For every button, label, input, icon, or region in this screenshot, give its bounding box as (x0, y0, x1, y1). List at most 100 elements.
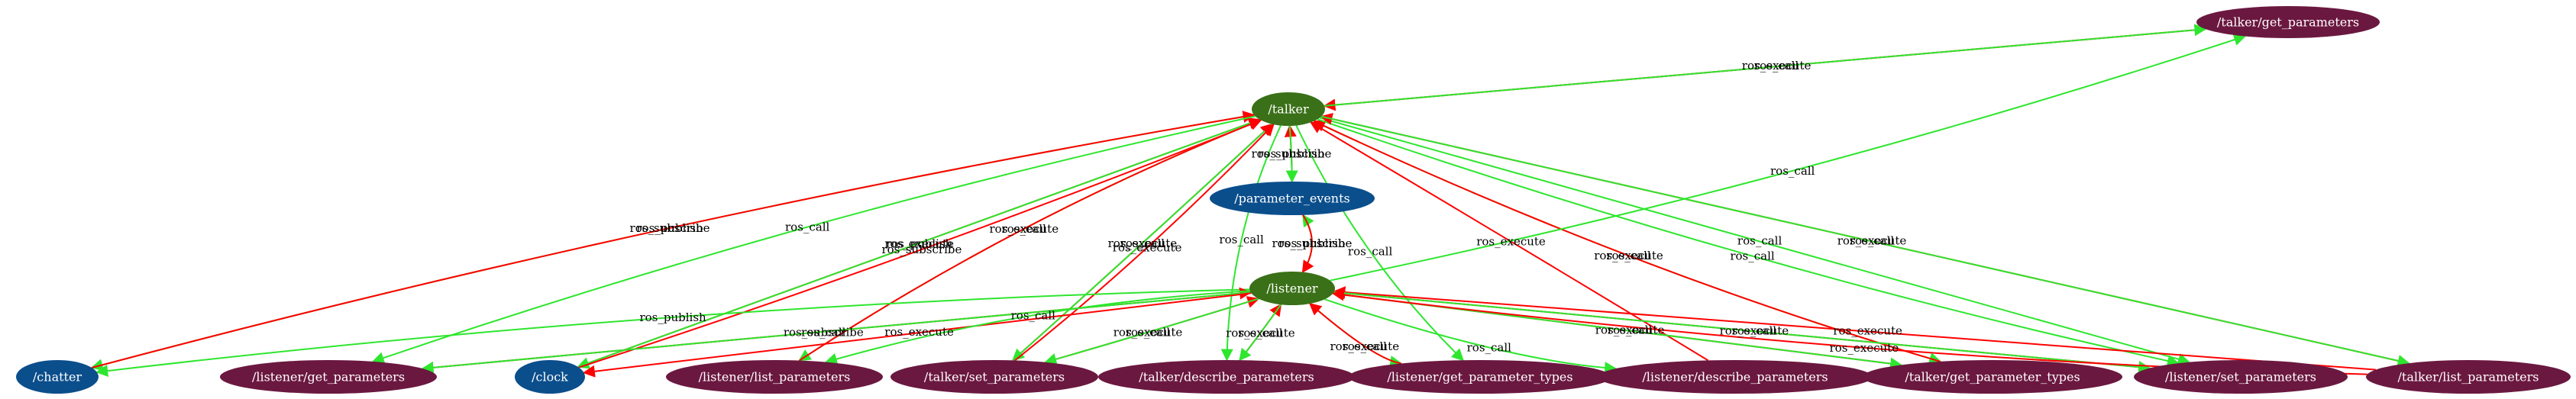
node-talker-list-parameters[interactable]: /talker/list_parameters (2366, 360, 2571, 394)
edge-label: ros_execute (1837, 234, 1907, 248)
node-shape[interactable] (2196, 6, 2380, 38)
edge-label: ros_subscribe (630, 221, 710, 235)
node-shape[interactable] (1349, 360, 1611, 394)
edge-label: ros_call (1011, 308, 1056, 322)
node-listener[interactable]: /listener (1249, 272, 1335, 305)
node-shape[interactable] (515, 360, 585, 394)
edge-call (371, 115, 1256, 364)
node-listener-list-parameters[interactable]: /listener/list_parameters (666, 360, 883, 394)
edge-execute (582, 292, 1252, 378)
edge-label: ros_execute (1830, 341, 1899, 355)
node-listener-describe-parameters[interactable]: /listener/describe_parameters (1598, 360, 1873, 394)
edge-label: ros_execute (1113, 326, 1183, 339)
node-listener-get-parameters[interactable]: /listener/get_parameters (220, 360, 437, 394)
edge-label: ros_subscribe (1272, 237, 1352, 250)
node-shape[interactable] (220, 360, 437, 394)
edge-call (1330, 34, 2247, 282)
edge-execute (1014, 123, 1275, 362)
edge-label: ros_execute (1113, 240, 1182, 254)
edge-label: ros_subscribe (784, 326, 864, 339)
node-shape[interactable] (2366, 360, 2571, 394)
node-shape[interactable] (666, 360, 883, 394)
edge-call (1309, 303, 1403, 368)
nodes-layer: /talker/get_parameters/talker/parameter_… (16, 6, 2571, 394)
edge-call (421, 291, 1251, 374)
node-listener-set-parameters[interactable]: /listener/set_parameters (2134, 360, 2348, 394)
edge-label: ros_call (1219, 233, 1264, 246)
edge-publish (577, 118, 1260, 369)
node-shape[interactable] (1210, 182, 1375, 215)
edge-call (1044, 298, 1259, 365)
edge-label: ros_call (1348, 245, 1393, 259)
edge-label: ros_call (1343, 339, 1388, 353)
edge-execute (1308, 302, 1401, 365)
node-talker-describe-parameters[interactable]: /talker/describe_parameters (1098, 360, 1355, 394)
edge-execute (1333, 286, 2376, 371)
edge-subscribe (91, 111, 1256, 368)
node-shape[interactable] (1249, 272, 1335, 305)
edge-call (1333, 291, 2151, 374)
edge-label: ros_execute (884, 325, 954, 339)
edge-call (1324, 298, 1618, 375)
edge-label: ros_call (1608, 323, 1653, 337)
edge-label: ros_call (785, 220, 830, 234)
edge-label: ros_publish (886, 237, 953, 251)
node-shape[interactable] (2134, 360, 2348, 394)
node-listener-get-parameter-types[interactable]: /listener/get_parameter_types (1349, 360, 1611, 394)
node-clock[interactable]: /clock (515, 360, 585, 394)
node-talker-get-parameters[interactable]: /talker/get_parameters (2196, 6, 2380, 38)
edge-label: ros_publish (636, 221, 703, 235)
edge-call (1011, 123, 1273, 362)
node-talker[interactable]: /talker (1252, 92, 1325, 126)
node-shape[interactable] (1598, 360, 1873, 394)
edge-label: ros_execute (1833, 324, 1902, 338)
node-parameter-events[interactable]: /parameter_events (1210, 182, 1375, 215)
node-label: /listener/list_parameters (699, 370, 851, 385)
node-label: /talker/list_parameters (2398, 370, 2539, 385)
node-shape[interactable] (1098, 360, 1355, 394)
edge-execute (1313, 120, 1941, 362)
edge-label: ros_publish (639, 311, 706, 324)
edge-publish (95, 288, 1250, 378)
edge-label: ros_execute (990, 222, 1059, 236)
node-chatter[interactable]: /chatter (16, 360, 99, 394)
edge-label: ros_call (1850, 234, 1895, 248)
node-talker-set-parameters[interactable]: /talker/set_parameters (890, 360, 1098, 394)
node-label: /clock (532, 370, 568, 385)
edge-label: ros_call (1606, 249, 1651, 262)
edge-label: ros_publish (1278, 237, 1346, 250)
node-talker-get-parameter-types[interactable]: /talker/get_parameter_types (1863, 360, 2122, 394)
edge-label: ros_call (1126, 326, 1171, 339)
node-label: /listener/set_parameters (2165, 370, 2316, 385)
edge-labels-layer: ros_executeros_callros_publishros_subscr… (630, 59, 1907, 355)
node-label: /listener (1266, 282, 1318, 296)
edge-call (1239, 304, 1282, 362)
node-shape[interactable] (1863, 360, 2122, 394)
edge-label: ros_execute (1108, 237, 1178, 250)
edge-label: ros_call (1730, 249, 1775, 263)
node-label: /talker/set_parameters (924, 370, 1065, 385)
edge-call (1319, 117, 2190, 365)
edge-call (1317, 118, 2180, 367)
edge-subscribe (578, 118, 1262, 368)
edge-label: ros_execute (884, 237, 954, 251)
edge-label: ros_execute (1330, 339, 1400, 353)
node-label: /talker/get_parameters (2217, 15, 2359, 30)
edge-call (1295, 125, 1464, 362)
node-label: /talker (1268, 102, 1309, 117)
edge-call (798, 119, 1262, 362)
node-label: /listener/get_parameter_types (1387, 370, 1572, 385)
edge-label: ros_execute (1720, 323, 1789, 337)
edge-label: ros_call (1732, 323, 1777, 337)
edge-call (1220, 125, 1282, 362)
edge-label: ros_subscribe (881, 243, 962, 256)
edge-label: ros_publish (1258, 147, 1325, 161)
edges-layer (90, 24, 2410, 378)
edge-label: ros_execute (1594, 249, 1663, 262)
edge-label: ros_call (1737, 234, 1783, 248)
node-shape[interactable] (1252, 92, 1325, 126)
edge-label: ros_call (1770, 164, 1815, 178)
node-shape[interactable] (890, 360, 1098, 394)
node-shape[interactable] (16, 360, 99, 394)
